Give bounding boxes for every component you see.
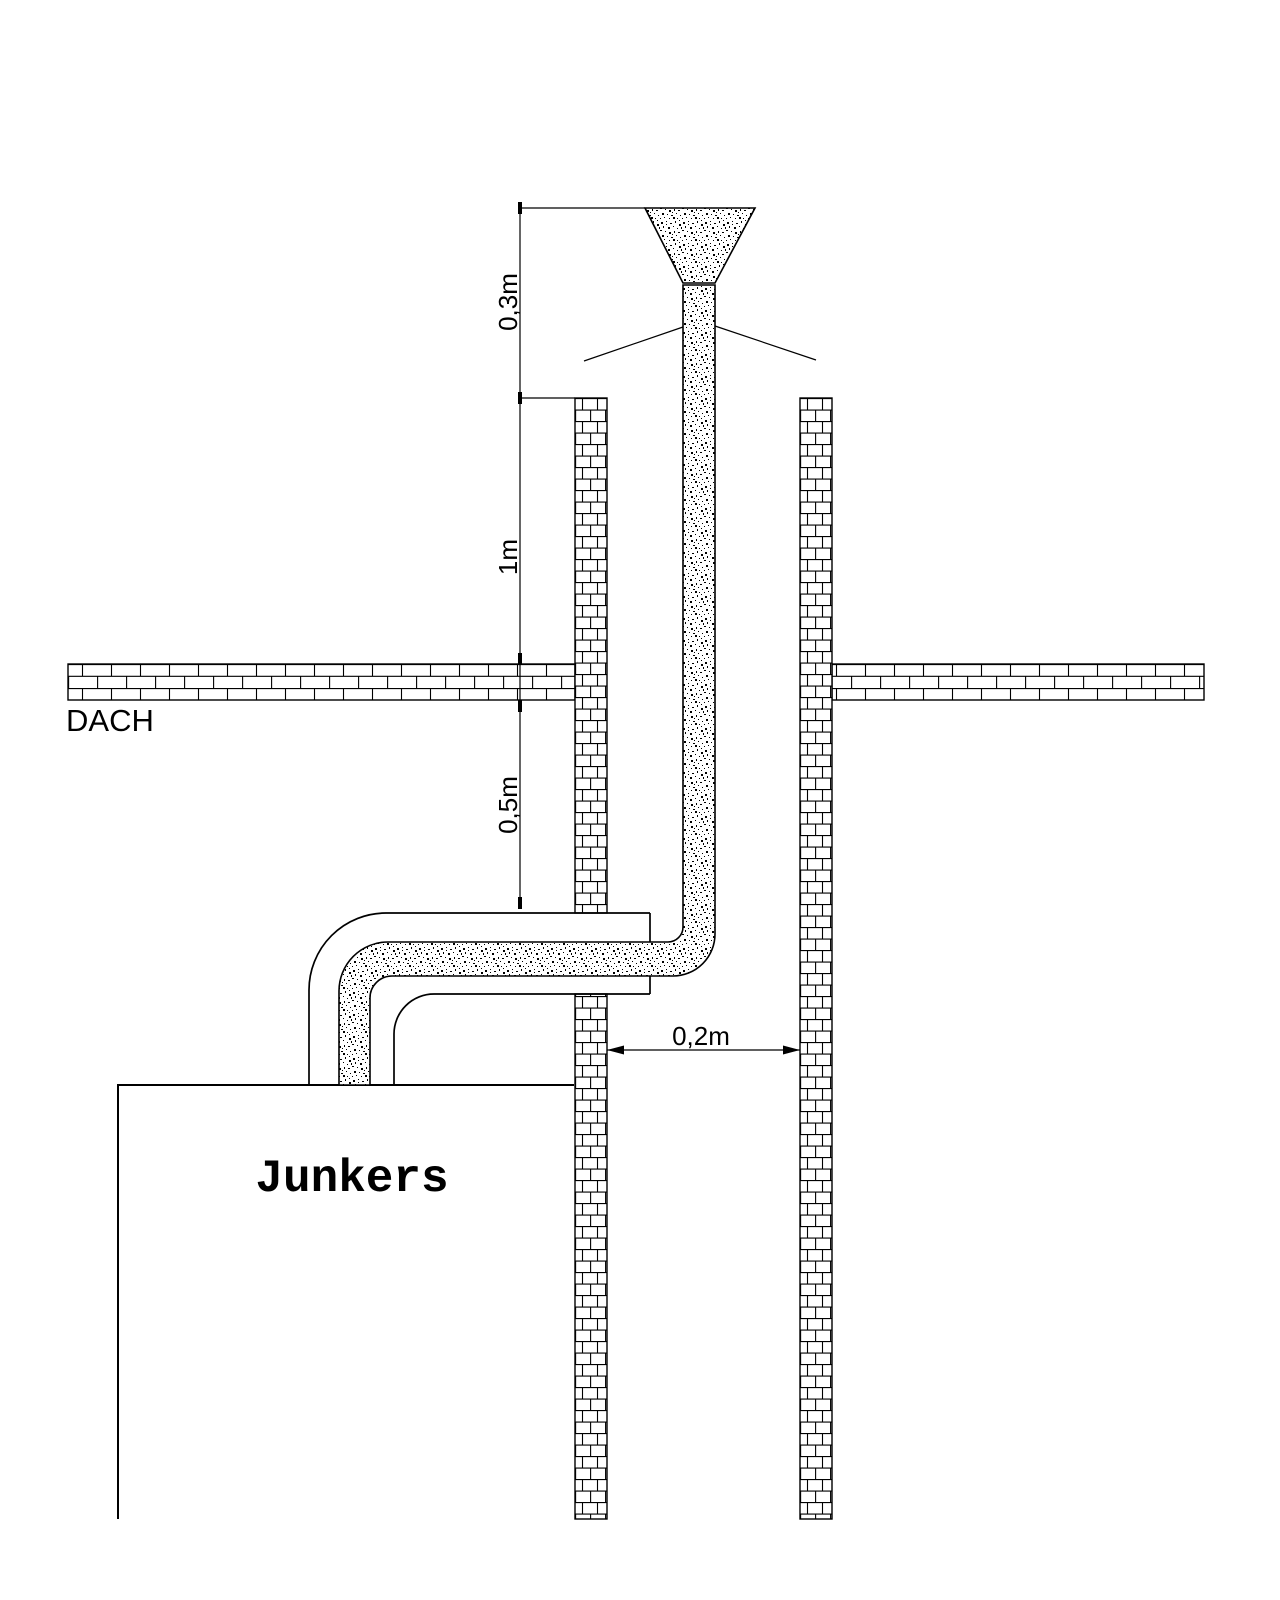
dimension-ticks <box>518 202 522 909</box>
dimension-lines <box>519 207 645 905</box>
roof-label: DACH <box>66 703 154 738</box>
boiler-brand-label: Junkers <box>255 1153 448 1205</box>
vertical-dimension-chain: 0,3m 1m 0,5m <box>493 202 645 909</box>
tick-wall-top <box>518 392 522 404</box>
tick-roof-top <box>518 653 522 665</box>
arrowhead-right <box>783 1045 800 1055</box>
tick-duct-top <box>518 897 522 909</box>
flue-pipe <box>338 284 716 1086</box>
right-wall <box>799 397 833 1520</box>
wall-gap-dimension: 0,2m <box>607 1021 800 1055</box>
boiler-outline <box>117 1084 574 1519</box>
outer-duct-bottom-edge <box>393 993 650 1085</box>
tick-cone-top <box>518 202 522 214</box>
dimension-label-cap-offset: 0,3m <box>493 273 523 331</box>
outer-duct-top-edge <box>308 912 650 1085</box>
arrowhead-left <box>607 1045 624 1055</box>
roof-slab-right <box>831 663 1205 701</box>
roof-slab <box>67 663 1205 701</box>
deflector-line-right <box>714 325 817 361</box>
left-wall-upper <box>574 397 608 914</box>
walls <box>574 397 833 1520</box>
roof-slab-left <box>67 663 576 701</box>
tick-roof-bottom <box>518 700 522 712</box>
deflector-lines <box>583 325 817 362</box>
left-wall-lower <box>574 993 608 1520</box>
dimension-label-upper-run: 1m <box>493 539 523 575</box>
flue-terminal-cone <box>643 207 757 284</box>
dimension-label-lower-run: 0,5m <box>493 776 523 834</box>
deflector-line-left <box>583 326 684 362</box>
dimension-label-wall-gap: 0,2m <box>672 1021 730 1051</box>
